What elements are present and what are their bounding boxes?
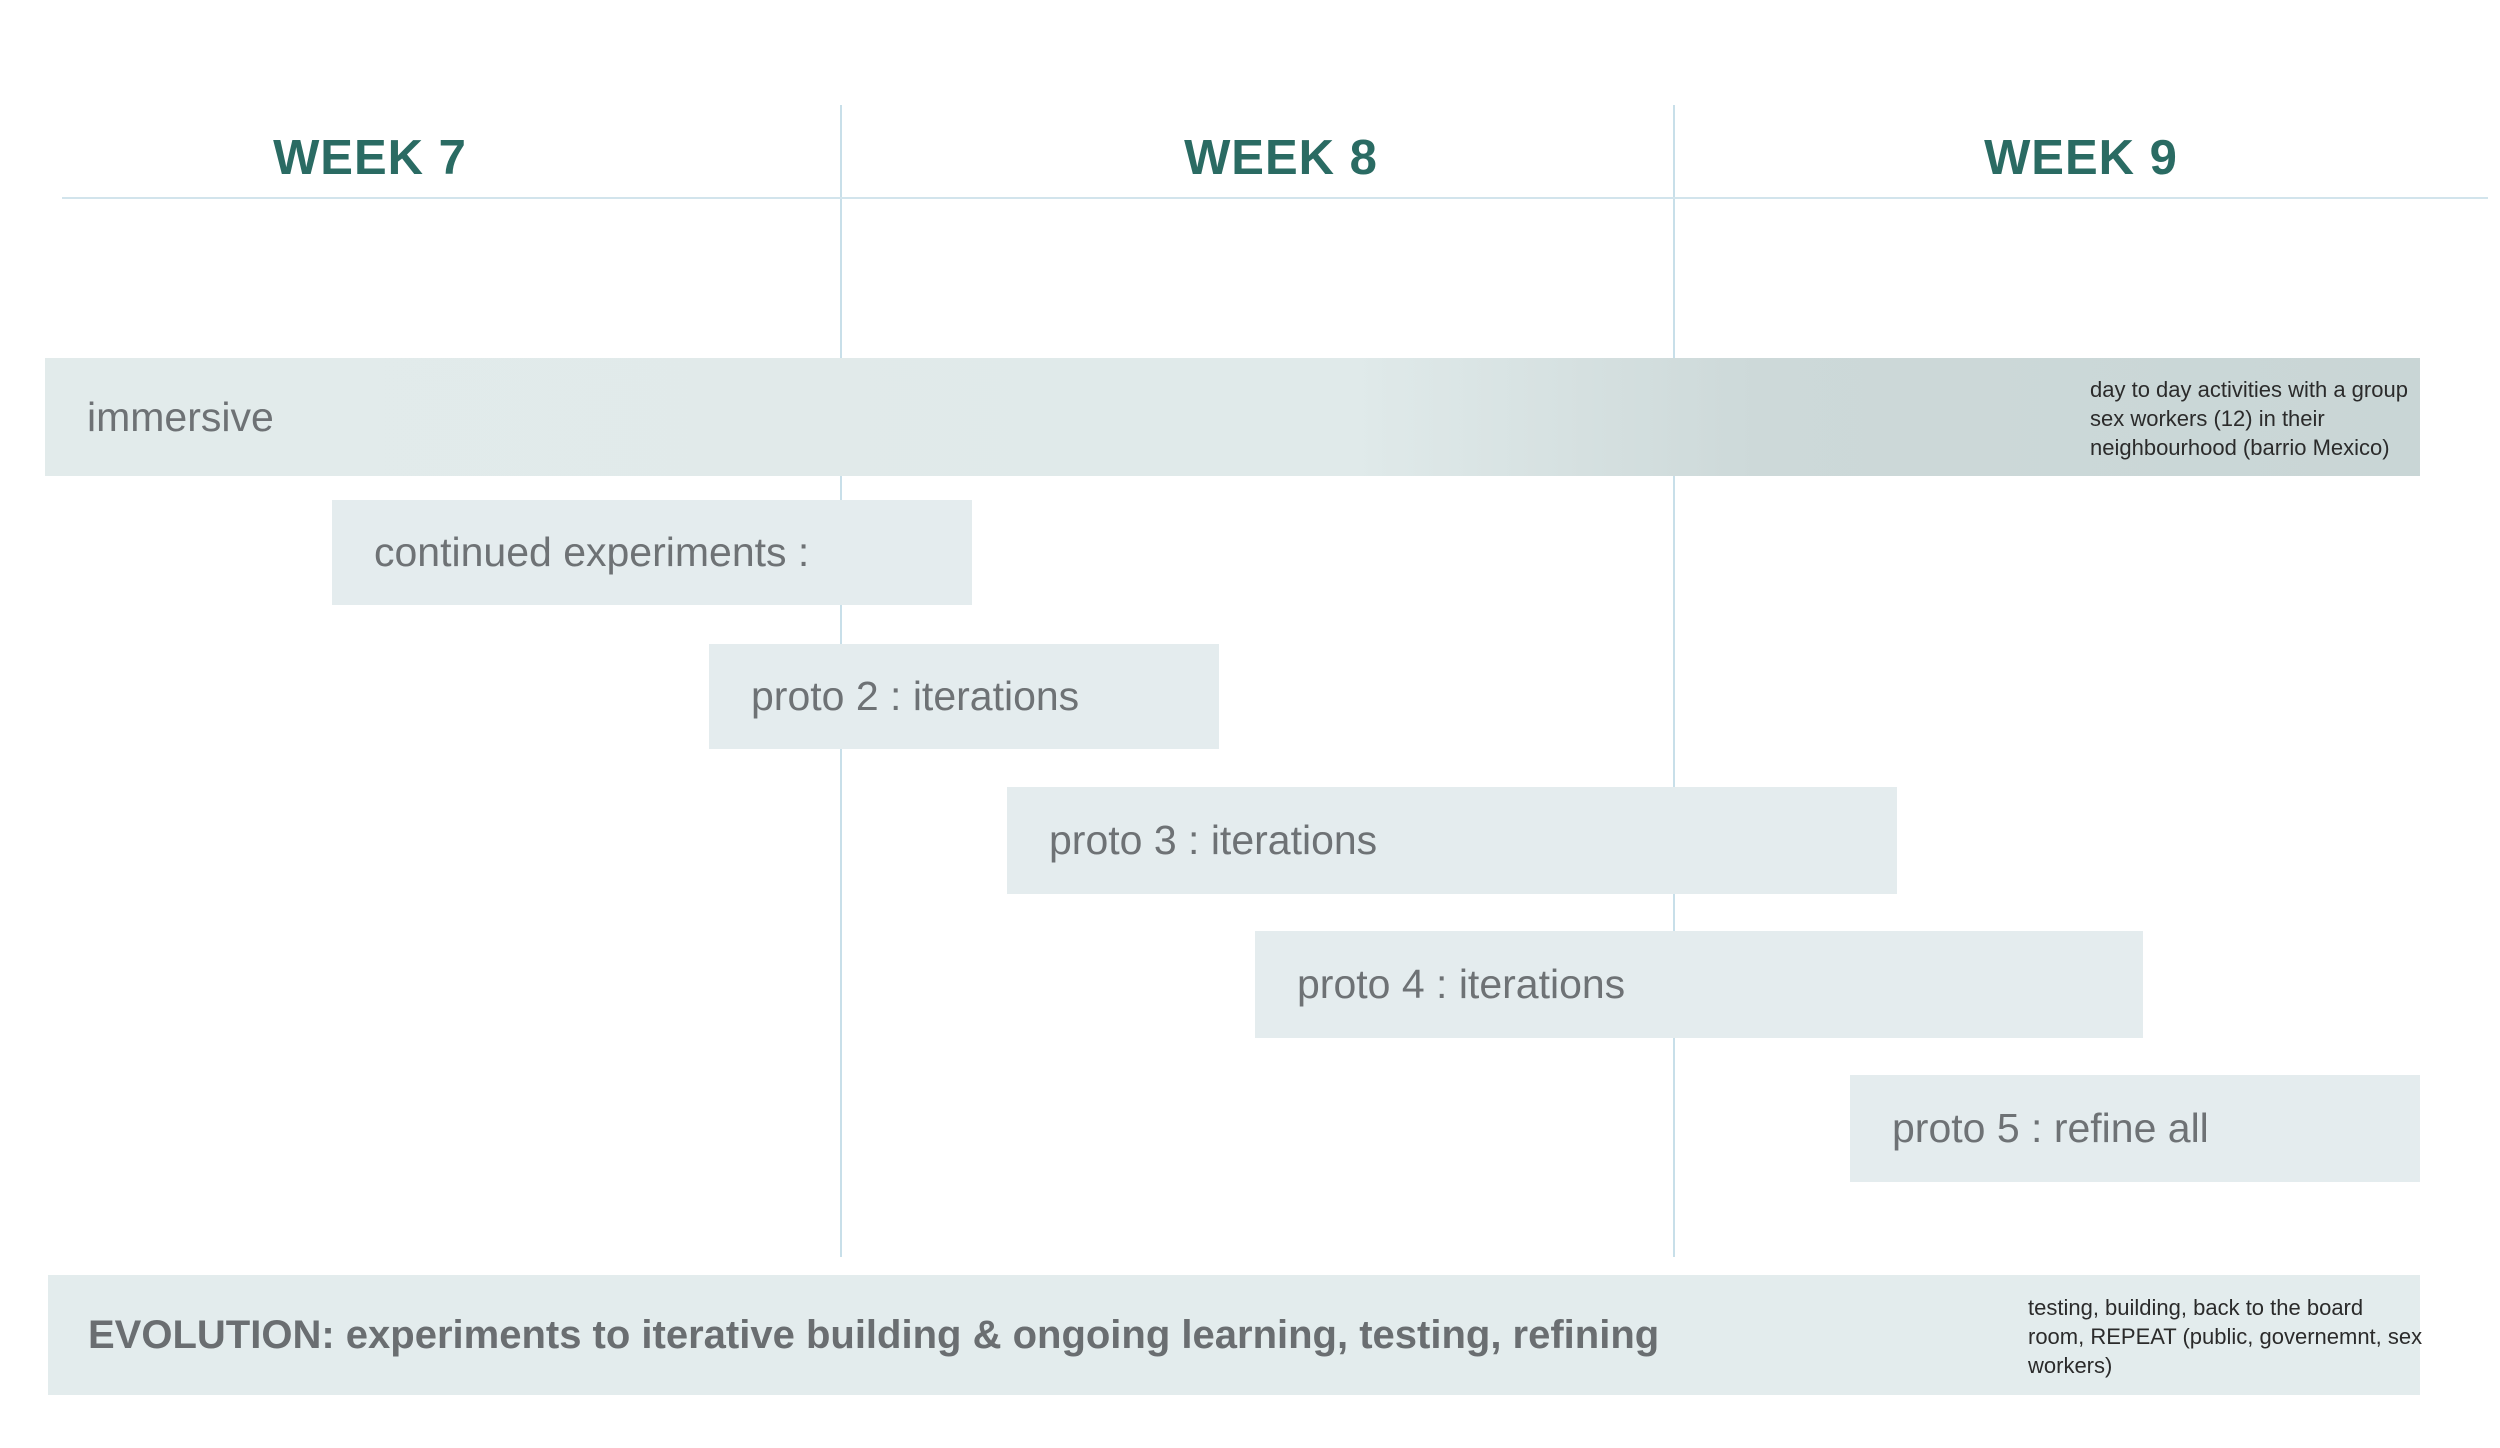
- timeline-bar-label-proto-4: proto 4 : iterations: [1297, 961, 1626, 1007]
- column-header-week-9: WEEK 9: [1984, 131, 2178, 185]
- timeline-bar-proto-2[interactable]: proto 2 : iterations: [709, 644, 1219, 749]
- timeline-bar-label-proto-2: proto 2 : iterations: [751, 673, 1080, 719]
- header-separator-rule: [62, 197, 2488, 199]
- timeline-bar-label-proto-5: proto 5 : refine all: [1892, 1105, 2209, 1151]
- timeline-annotation-immersive: day to day activities with a group sex w…: [2090, 377, 2408, 461]
- timeline-bar-proto-5[interactable]: proto 5 : refine all: [1850, 1075, 2420, 1182]
- timeline-bar-label-continued-experiments: continued experiments :: [374, 529, 810, 575]
- timeline-bar-label-immersive: immersive: [87, 393, 274, 440]
- timeline-bar-evolution[interactable]: EVOLUTION: experiments to iterative buil…: [48, 1275, 2420, 1395]
- timeline-bar-proto-3[interactable]: proto 3 : iterations: [1007, 787, 1897, 894]
- column-header-week-8: WEEK 8: [1184, 131, 1378, 185]
- timeline-bar-proto-4[interactable]: proto 4 : iterations: [1255, 931, 2143, 1038]
- timeline-bar-label-proto-3: proto 3 : iterations: [1049, 817, 1378, 863]
- timeline-bar-label-evolution: EVOLUTION: experiments to iterative buil…: [88, 1312, 1660, 1357]
- timeline-bar-continued-experiments[interactable]: continued experiments :: [332, 500, 972, 605]
- column-divider-week8-week9: [1673, 105, 1675, 1257]
- timeline-annotation-evolution: testing, building, back to the board roo…: [2028, 1295, 2423, 1379]
- timeline-bar-immersive[interactable]: immersive: [45, 358, 2420, 476]
- column-header-week-7: WEEK 7: [273, 131, 467, 185]
